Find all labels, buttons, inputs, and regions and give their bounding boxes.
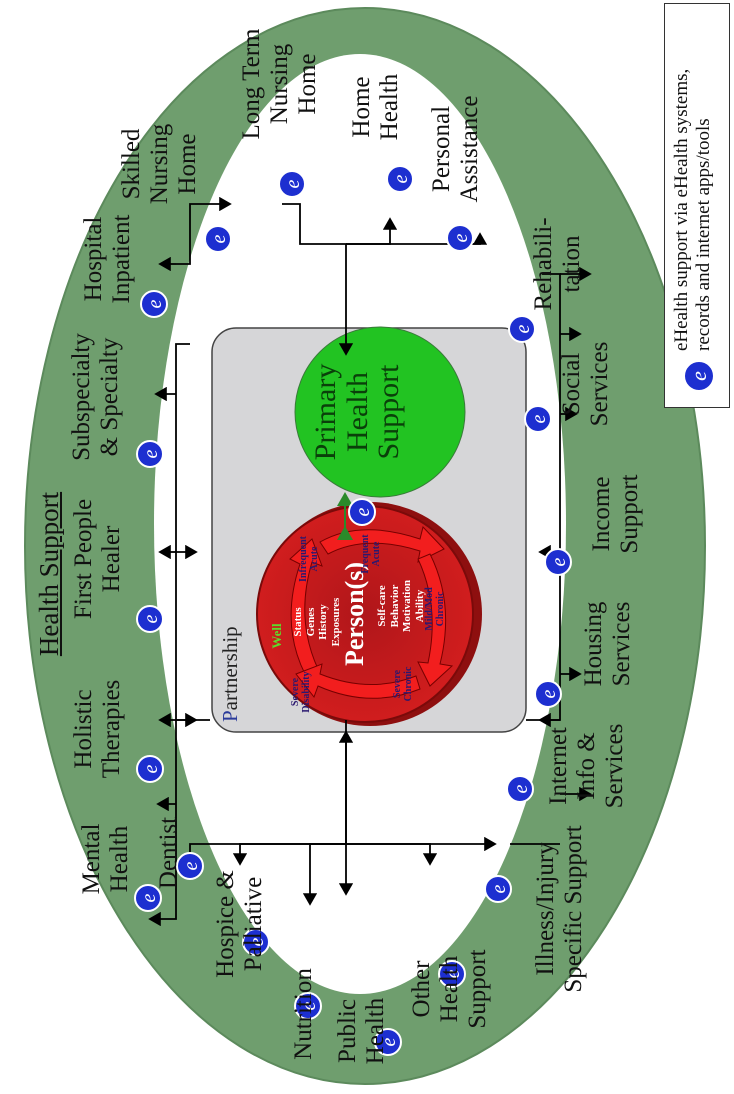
ehealth-icon-dentist: e [176,852,204,880]
svg-text:e: e [138,893,160,902]
label-dentist: Dentist [155,816,182,890]
svg-text:e: e [686,371,711,381]
primary-health-circle [294,326,466,498]
person-well-label: Well [269,623,284,649]
svg-text:e: e [180,861,202,870]
legend-line-2: records and internet apps/tools [692,118,714,351]
svg-text:e: e [144,299,166,308]
svg-text:e: e [488,884,510,893]
partnership-letter-p: P [218,710,242,722]
ehealth-icon-income: e [544,548,572,576]
legend-text: eHealth support via eHealth systems, rec… [671,69,715,351]
ehealth-icon-hospice: e [242,928,270,956]
arrow-personal-assistance [346,232,488,245]
progression-arrow-left [295,663,421,699]
ehealth-icon-long-term: e [278,170,306,198]
svg-text:e: e [352,507,374,516]
svg-text:e: e [378,1037,400,1046]
ehealth-icon-personal-assistance: e [446,224,474,252]
svg-text:e: e [390,174,412,183]
ehealth-icon-other-health: e [438,960,466,988]
svg-text:e: e [548,557,570,566]
ehealth-icon-social: e [524,405,552,433]
ehealth-icons: e e e e e e e e e e e e e e e e e e e e e [134,165,572,1056]
svg-text:e: e [140,449,162,458]
legend-ehealth-icon: e [683,360,715,392]
ehealth-icon-nutrition: e [294,992,322,1020]
svg-text:e: e [512,324,534,333]
svg-text:e: e [528,414,550,423]
ehealth-icon-subspecialty: e [136,440,164,468]
ehealth-icon-mental-health: e [134,884,162,912]
health-support-title: Health Support [34,491,64,657]
arrow-other-health [346,843,438,866]
connector-lines [148,196,592,927]
ehealth-icon-illness: e [484,875,512,903]
ehealth-icon-public-health: e [374,1028,402,1056]
svg-text:e: e [450,233,472,242]
svg-text:e: e [208,234,230,243]
label-rehabilitation: Rehabili-tation [530,217,585,311]
partnership-label: Partnership [218,626,243,722]
ehealth-icon-first-people: e [136,605,164,633]
ehealth-icon-home-health: e [386,165,414,193]
arrow-mental-health [148,720,177,927]
ehealth-icon-internet: e [506,775,534,803]
partnership-rest: artnership [218,626,242,711]
ehealth-icon-person-primary: e [348,498,376,526]
svg-text:e: e [140,764,162,773]
ehealth-icon-holistic: e [136,755,164,783]
label-nutrition: Nutrition [290,968,317,1060]
svg-text:e: e [282,179,304,188]
progression-arrow-bottom [417,553,454,687]
label-subspecialty: Subspecialty& Specialty [68,333,123,461]
label-hospice-palliative: Hospice &Palliative [212,870,267,978]
arrow-skilled-nursing [176,196,232,265]
person-circle-group [256,502,482,726]
svg-text:e: e [298,1001,320,1010]
legend-line-1: eHealth support via eHealth systems, [671,68,692,351]
svg-text:e: e [510,784,532,793]
ehealth-icon-housing: e [534,680,562,708]
legend-box: e eHealth support via eHealth systems, r… [664,3,730,408]
svg-text:e: e [246,937,268,946]
progression-arrow-top [289,538,323,675]
ehealth-icon-rehab: e [508,315,536,343]
svg-text:e: e [140,614,162,623]
ehealth-icon-hospital: e [140,290,168,318]
branch-long-term [282,203,347,328]
ehealth-icon-skilled-nursing: e [204,225,232,253]
svg-text:e: e [538,689,560,698]
svg-text:e: e [442,969,464,978]
